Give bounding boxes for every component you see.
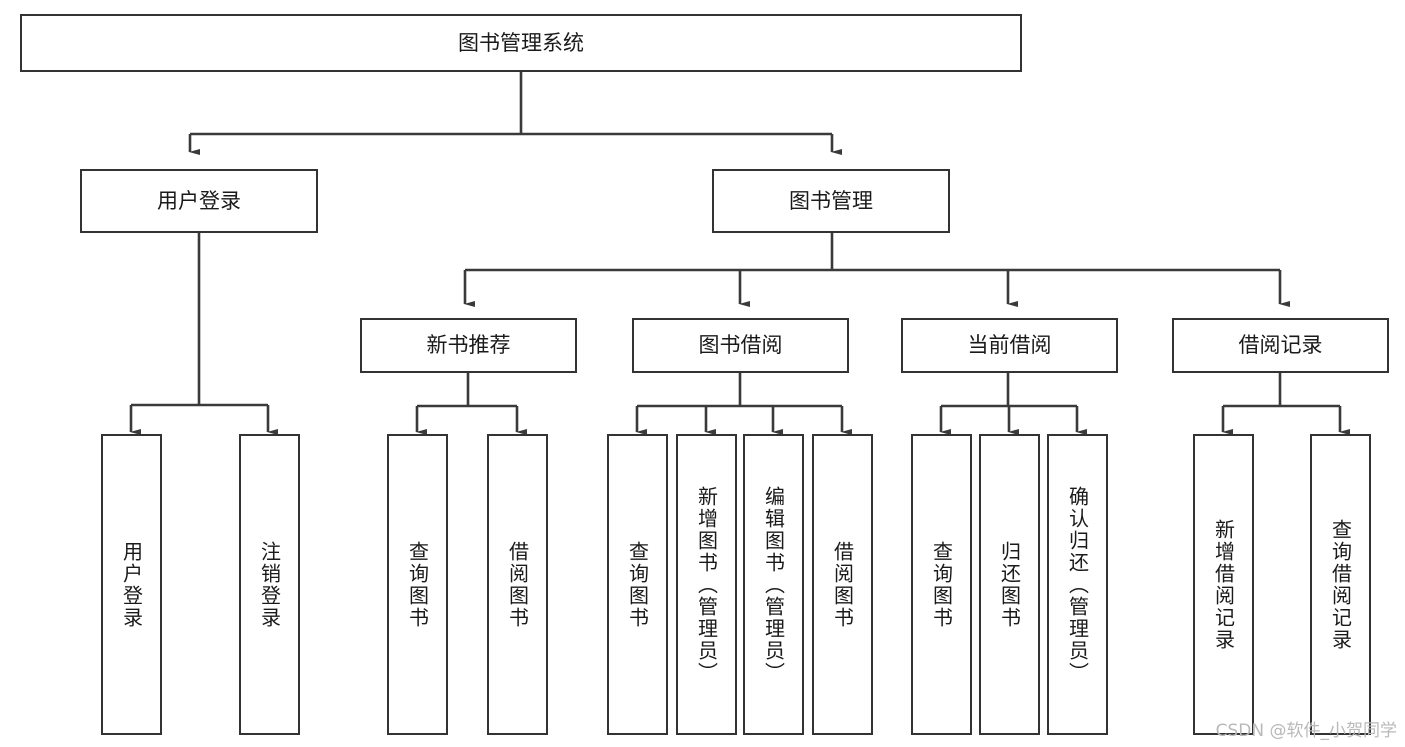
node-book-borrow[interactable]: 图书借阅 <box>632 318 849 373</box>
node-leaf-borrow-book-1[interactable]: 借阅图书 <box>487 434 548 735</box>
node-book-manage-label: 图书管理 <box>789 188 873 213</box>
node-leaf-query-book-3-label: 查询图书 <box>929 540 954 629</box>
node-leaf-confirm-return-label: 确认归还（管理员） <box>1065 485 1090 684</box>
node-leaf-return-book-label: 归还图书 <box>997 540 1022 629</box>
node-leaf-query-book-1[interactable]: 查询图书 <box>387 434 448 735</box>
node-new-book-recommend[interactable]: 新书推荐 <box>360 318 577 373</box>
node-user-login[interactable]: 用户登录 <box>80 169 318 233</box>
watermark-text: CSDN @软件_小贺同学 <box>1215 721 1397 741</box>
node-leaf-borrow-book-1-label: 借阅图书 <box>505 540 530 629</box>
node-book-manage[interactable]: 图书管理 <box>712 169 950 233</box>
node-borrow-record[interactable]: 借阅记录 <box>1172 318 1389 373</box>
node-leaf-borrow-book-2[interactable]: 借阅图书 <box>812 434 873 735</box>
node-leaf-user-login-label: 用户登录 <box>119 540 144 629</box>
node-leaf-add-book-label: 新增图书（管理员） <box>694 485 719 684</box>
node-leaf-logout-label: 注销登录 <box>257 540 282 629</box>
node-borrow-record-label: 借阅记录 <box>1238 333 1323 358</box>
node-leaf-query-record-label: 查询借阅记录 <box>1328 518 1353 651</box>
node-root[interactable]: 图书管理系统 <box>20 14 1022 72</box>
node-leaf-query-book-3[interactable]: 查询图书 <box>911 434 972 735</box>
node-book-borrow-label: 图书借阅 <box>698 333 783 358</box>
node-leaf-query-record[interactable]: 查询借阅记录 <box>1310 434 1371 735</box>
node-leaf-logout[interactable]: 注销登录 <box>239 434 300 735</box>
node-current-borrow[interactable]: 当前借阅 <box>901 318 1118 373</box>
node-leaf-confirm-return[interactable]: 确认归还（管理员） <box>1047 434 1108 735</box>
node-current-borrow-label: 当前借阅 <box>967 333 1052 358</box>
node-root-label: 图书管理系统 <box>458 30 584 55</box>
node-leaf-add-record-label: 新增借阅记录 <box>1211 518 1236 651</box>
node-leaf-query-book-2-label: 查询图书 <box>625 540 650 629</box>
node-leaf-edit-book-label: 编辑图书（管理员） <box>761 485 786 684</box>
node-leaf-add-book[interactable]: 新增图书（管理员） <box>676 434 737 735</box>
node-leaf-add-record[interactable]: 新增借阅记录 <box>1193 434 1254 735</box>
node-user-login-label: 用户登录 <box>157 188 241 213</box>
node-leaf-query-book-2[interactable]: 查询图书 <box>607 434 668 735</box>
node-leaf-edit-book[interactable]: 编辑图书（管理员） <box>743 434 804 735</box>
node-leaf-borrow-book-2-label: 借阅图书 <box>830 540 855 629</box>
node-leaf-user-login[interactable]: 用户登录 <box>101 434 162 735</box>
node-new-book-recommend-label: 新书推荐 <box>426 333 511 358</box>
node-leaf-query-book-1-label: 查询图书 <box>405 540 430 629</box>
node-leaf-return-book[interactable]: 归还图书 <box>979 434 1040 735</box>
